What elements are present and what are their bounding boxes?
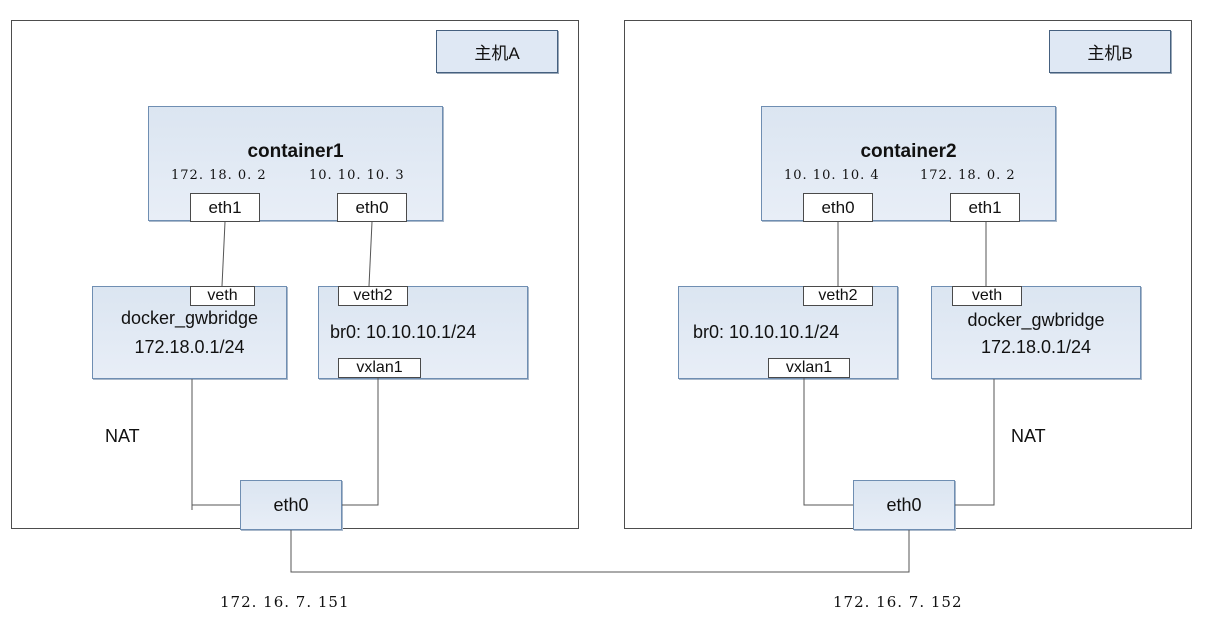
host-a-eth0-label: eth0 (273, 495, 309, 515)
host-b-gwbridge-name: docker_gwbridge (967, 310, 1105, 330)
host-a-gwbridge-name: docker_gwbridge (120, 308, 259, 328)
host-a-br0-vxlan1: vxlan1 (338, 358, 421, 378)
container2-eth0: eth0 (803, 193, 873, 222)
host-a-ip: 172. 16. 7. 151 (220, 593, 350, 611)
container1-ip-right: 10. 10. 10. 3 (309, 168, 405, 183)
host-b-eth0-box: eth0 (853, 480, 955, 530)
host-a-label: 主机A (436, 30, 558, 73)
host-a-gwbridge-subnet: 172.18.0.1/24 (134, 337, 245, 357)
wire-a-vxlan-eth0 (342, 378, 379, 506)
host-a-frame (11, 20, 579, 529)
container2-ip-left: 10. 10. 10. 4 (784, 168, 880, 183)
host-b-ip: 172. 16. 7. 152 (833, 593, 963, 611)
host-b-br0-name: br0: 10.10.10.1/24 (693, 322, 840, 342)
host-a-gwbridge-veth: veth (190, 286, 255, 306)
host-a-gwbridge-box: docker_gwbridge 172.18.0.1/24 (92, 286, 287, 379)
host-b-eth0-label: eth0 (886, 495, 922, 515)
wire-a-gwbridge-eth0 (191, 379, 240, 506)
host-b-nat-label: NAT (1011, 426, 1046, 446)
host-b-gwbridge-subnet: 172.18.0.1/24 (980, 337, 1092, 357)
wire-host-link (290, 530, 910, 573)
container1-title: container1 (247, 141, 344, 162)
wire-a-eth1-veth (221, 221, 226, 287)
container2-eth1: eth1 (950, 193, 1020, 222)
host-a-eth0-box: eth0 (240, 480, 342, 530)
container1-eth1: eth1 (190, 193, 260, 222)
host-a-br0-name: br0: 10.10.10.1/24 (330, 322, 477, 342)
host-b-br0-veth2: veth2 (803, 286, 873, 306)
container1-ip-left: 172. 18. 0. 2 (171, 168, 267, 183)
container2-title: container2 (860, 141, 957, 162)
host-b-gwbridge-veth: veth (952, 286, 1022, 306)
host-b-label: 主机B (1049, 30, 1171, 73)
wire-a-eth0-veth2 (368, 221, 373, 287)
container1-eth0: eth0 (337, 193, 407, 222)
container2-ip-right: 172. 18. 0. 2 (920, 168, 1016, 183)
host-a-br0-veth2: veth2 (338, 286, 408, 306)
host-b-br0-vxlan1: vxlan1 (768, 358, 850, 378)
host-b-frame (624, 20, 1192, 529)
wire-b-gwbridge-eth0 (955, 379, 995, 506)
wire-b-vxlan-eth0 (803, 378, 853, 506)
host-a-nat-label: NAT (105, 426, 140, 446)
